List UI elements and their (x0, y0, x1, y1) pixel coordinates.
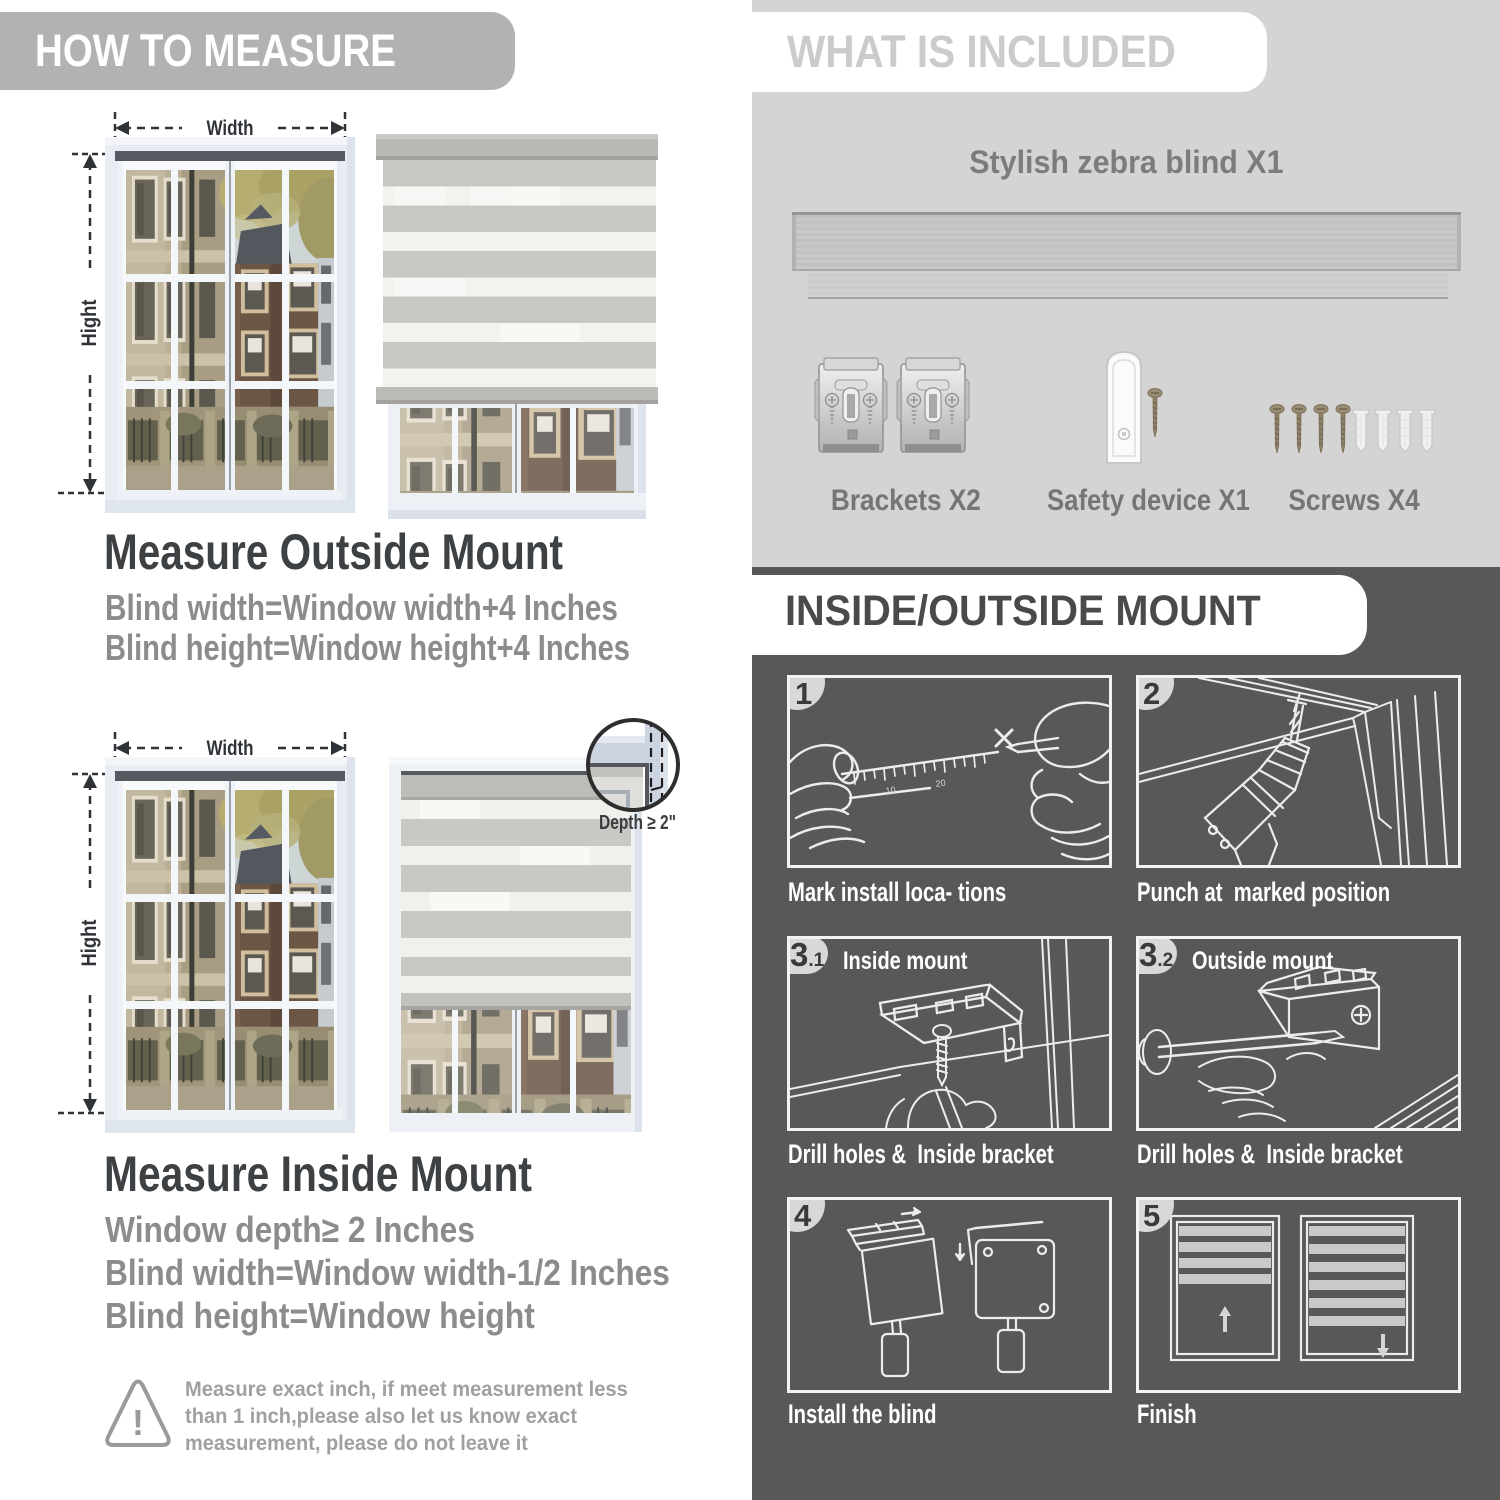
svg-text:!: ! (132, 1402, 144, 1443)
svg-text:20: 20 (935, 778, 946, 789)
svg-text:10: 10 (885, 785, 896, 796)
svg-text:Depth ≥ 2": Depth ≥ 2" (599, 812, 676, 834)
